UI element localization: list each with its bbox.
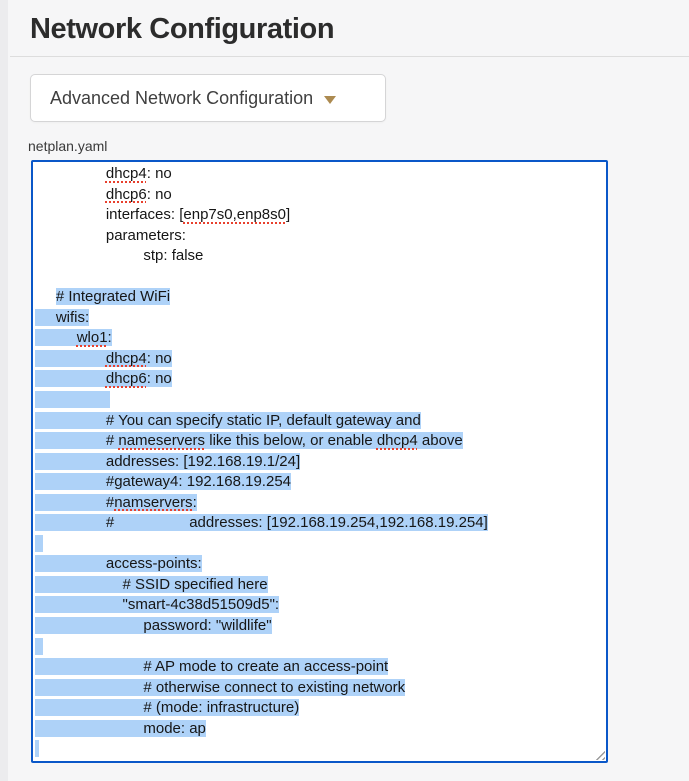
editor-line: access-points: — [35, 554, 606, 575]
header-divider — [10, 56, 689, 57]
code-text: stp: false — [35, 247, 204, 265]
code-text — [35, 165, 106, 182]
editor-line: dhcp4: no — [35, 349, 606, 370]
code-text: addresses: [192.168.19.1/24] — [35, 452, 301, 470]
code-text: : — [107, 329, 112, 347]
editor-line: wifis: — [35, 308, 606, 329]
code-text: : — [192, 493, 197, 511]
editor-line — [35, 534, 606, 555]
editor-line: # addresses: [192.168.19.254,192.168.19.… — [35, 513, 606, 534]
editor-line — [35, 760, 606, 761]
code-text: wifis: — [35, 308, 90, 326]
misspelled-token: dhcp4 — [376, 432, 418, 450]
code-text — [35, 391, 111, 409]
advanced-network-configuration-dropdown[interactable]: Advanced Network Configuration — [30, 74, 386, 122]
editor-line: # You can specify static IP, default gat… — [35, 411, 606, 432]
code-text: : no — [146, 165, 172, 182]
netplan-yaml-textarea[interactable]: dhcp4: no dhcp6: no interfaces: [enp7s0,… — [31, 160, 608, 763]
editor-content: dhcp4: no dhcp6: no interfaces: [enp7s0,… — [35, 164, 606, 761]
misspelled-token: nameservers — [118, 432, 206, 450]
code-text: # — [35, 432, 119, 450]
page-title: Network Configuration — [30, 13, 335, 45]
editor-line: password: "wildlife" — [35, 616, 606, 637]
code-text: interfaces: [ — [35, 206, 184, 224]
editor-line — [35, 267, 606, 288]
code-text: : no — [146, 349, 172, 367]
code-text: # addresses: [192.168.19.254,192.168.19.… — [35, 514, 488, 532]
code-text — [35, 534, 44, 552]
code-text — [35, 288, 56, 305]
code-text: # AP mode to create an access-point — [35, 658, 389, 676]
chevron-down-icon — [324, 95, 337, 104]
code-text: # Integrated WiFi — [55, 288, 171, 306]
file-label: netplan.yaml — [28, 138, 108, 154]
code-text: access-points: — [35, 555, 202, 573]
misspelled-token: wlo1 — [76, 329, 108, 347]
editor-line: # AP mode to create an access-point — [35, 657, 606, 678]
editor-line: wlo1: — [35, 328, 606, 349]
code-text: # otherwise connect to existing network — [35, 678, 406, 696]
code-text — [35, 637, 44, 655]
code-text: password: "wildlife" — [35, 617, 272, 635]
editor-line: dhcp6: no — [35, 185, 606, 206]
misspelled-token: dhcp4 — [105, 349, 147, 367]
editor-line — [35, 390, 606, 411]
code-text: # SSID specified here — [35, 575, 268, 593]
code-text: ] — [285, 206, 291, 224]
code-text — [35, 740, 40, 758]
editor-line — [35, 637, 606, 658]
editor-line: "smart-4c38d51509d5": — [35, 595, 606, 616]
code-text: : no — [146, 185, 172, 203]
code-text — [35, 329, 77, 347]
editor-line: #namservers: — [35, 493, 606, 514]
editor-line: # Integrated WiFi — [35, 287, 606, 308]
code-text: like this below, or enable — [205, 432, 377, 450]
code-text: above — [417, 432, 463, 450]
editor-line — [35, 739, 606, 760]
left-edge-strip — [0, 0, 8, 781]
code-text: : no — [146, 370, 172, 388]
misspelled-token: enp7s0,enp8s0 — [183, 206, 286, 224]
misspelled-token: dhcp6 — [105, 185, 147, 203]
editor-line: #gateway4: 192.168.19.254 — [35, 472, 606, 493]
code-text — [35, 370, 106, 388]
code-text: # You can specify static IP, default gat… — [35, 411, 421, 429]
editor-line: dhcp6: no — [35, 369, 606, 390]
editor-line: # nameservers like this below, or enable… — [35, 431, 606, 452]
editor-line: addresses: [192.168.19.1/24] — [35, 452, 606, 473]
code-text — [35, 186, 106, 203]
editor-line: dhcp4: no — [35, 164, 606, 185]
code-text: # (mode: infrastructure) — [35, 699, 300, 717]
misspelled-token: dhcp6 — [105, 370, 147, 388]
code-text: #gateway4: 192.168.19.254 — [35, 473, 292, 491]
code-text: mode: ap — [35, 719, 206, 737]
code-text: "smart-4c38d51509d5": — [35, 596, 280, 614]
editor-line: # otherwise connect to existing network — [35, 678, 606, 699]
misspelled-token: dhcp4 — [105, 165, 147, 182]
code-text: # — [35, 493, 115, 511]
misspelled-token: namservers — [114, 493, 193, 511]
editor-line: # SSID specified here — [35, 575, 606, 596]
editor-line: stp: false — [35, 246, 606, 267]
editor-line: parameters: — [35, 226, 606, 247]
code-text — [35, 349, 106, 367]
editor-line: mode: ap — [35, 719, 606, 740]
editor-line: interfaces: [enp7s0,enp8s0] — [35, 205, 606, 226]
dropdown-label: Advanced Network Configuration — [50, 87, 314, 108]
code-text: parameters: — [35, 226, 186, 244]
editor-line: # (mode: infrastructure) — [35, 698, 606, 719]
